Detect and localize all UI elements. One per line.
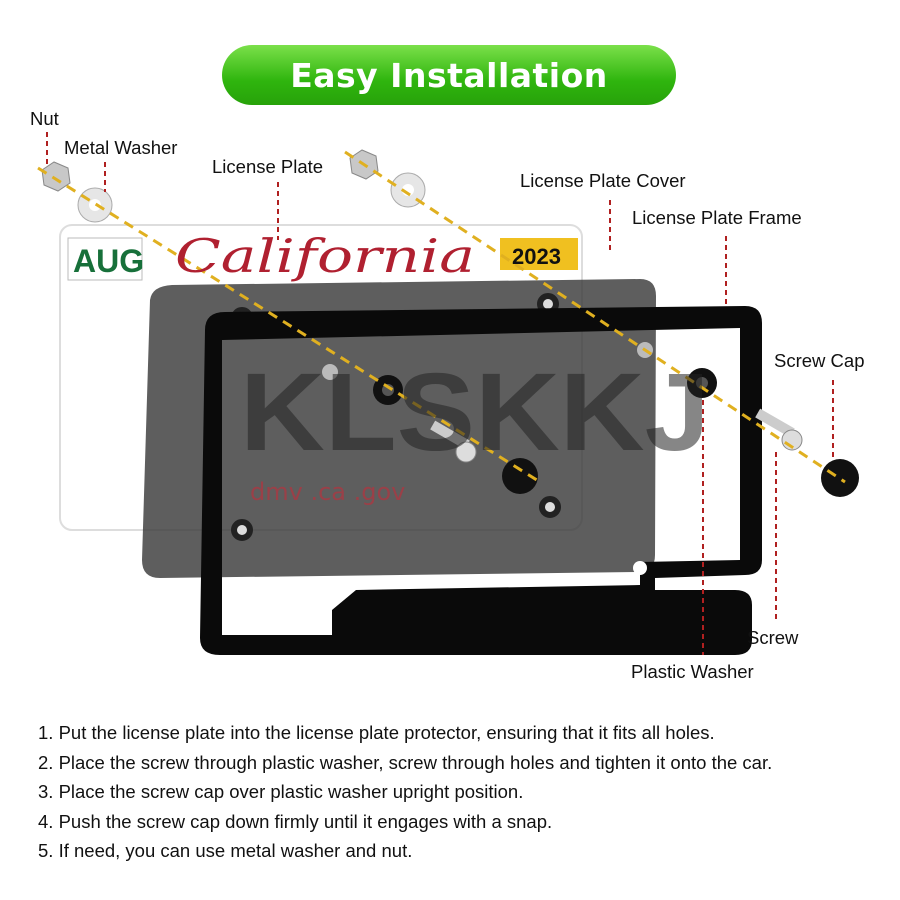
step: 4. Push the screw cap down firmly until …	[38, 810, 553, 832]
guide-lines	[37, 150, 846, 484]
label-screw-cap: Screw Cap	[774, 350, 865, 371]
label-plastic-washer: Plastic Washer	[631, 661, 754, 682]
step: 3. Place the screw cap over plastic wash…	[38, 781, 524, 803]
installation-illustration: AUG California 2023 KLSKKJ dmv .ca .gov	[37, 132, 859, 655]
frame-hole	[633, 561, 647, 575]
title-banner: Easy Installation	[222, 45, 676, 105]
screw-icon	[430, 420, 470, 450]
step: 5. If need, you can use metal washer and…	[38, 840, 413, 862]
plate-text: AUG California 2023 KLSKKJ dmv .ca .gov	[67, 229, 710, 506]
leader-lines	[46, 132, 834, 655]
step: 1. Put the license plate into the licens…	[38, 722, 715, 743]
frame-hole	[321, 585, 335, 599]
screw-icon	[755, 408, 795, 438]
nut-icon	[41, 161, 71, 192]
plate-year: 2023	[512, 244, 561, 269]
label-metal-washer: Metal Washer	[64, 137, 178, 158]
month-sticker	[67, 237, 143, 281]
instruction-steps: 1. Put the license plate into the licens…	[38, 718, 772, 866]
label-license-plate-cover: License Plate Cover	[520, 170, 686, 191]
screw-cap-icon	[821, 459, 859, 497]
plate-state: California	[175, 229, 475, 283]
screw-cap-icon	[502, 458, 538, 494]
label-license-plate: License Plate	[212, 156, 324, 177]
license-plate-frame	[200, 306, 762, 655]
cover-hole	[231, 519, 253, 541]
label-screw: Screw	[747, 627, 799, 648]
label-license-plate-frame: License Plate Frame	[632, 207, 802, 228]
plate-website: dmv .ca .gov	[250, 478, 405, 506]
cover-hole	[539, 496, 561, 518]
plate-month: AUG	[73, 243, 144, 279]
screw-head-icon	[455, 441, 477, 463]
title: Easy Installation	[290, 55, 608, 95]
plate-number: KLSKKJ	[240, 351, 710, 474]
label-nut: Nut	[30, 108, 59, 129]
step: 2. Place the screw through plastic washe…	[38, 751, 773, 773]
frame-hole	[322, 364, 338, 380]
